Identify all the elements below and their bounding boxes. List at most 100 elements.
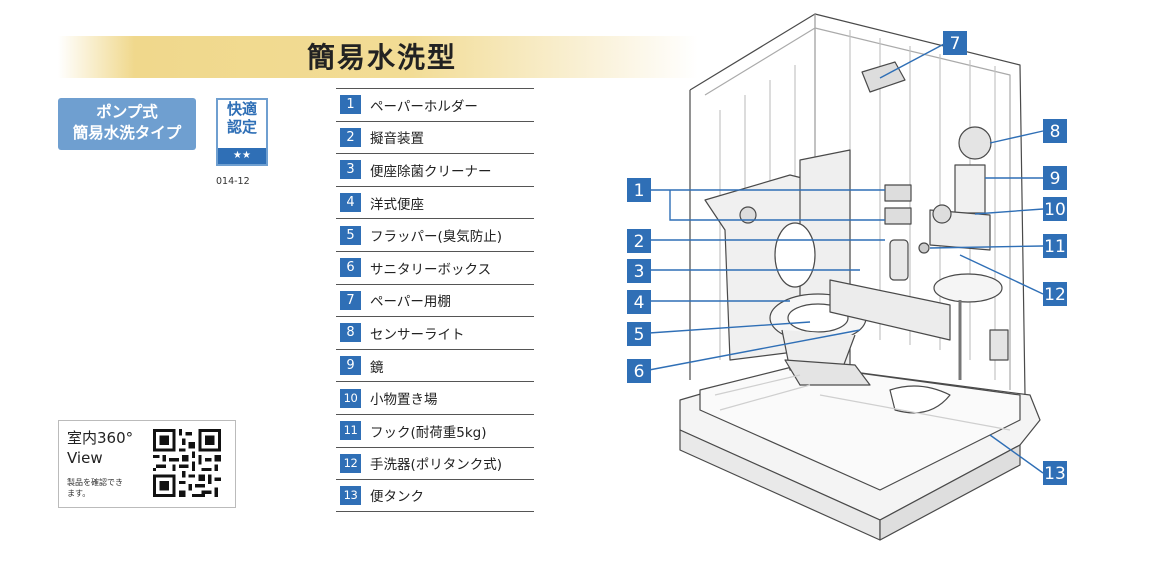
legend-label: ペーパーホルダー <box>370 98 478 115</box>
callout-9: 9 <box>1043 166 1067 190</box>
cert-line1: 快適 <box>226 100 257 118</box>
legend-number-badge: 1 <box>340 95 361 115</box>
legend-row: 1 ペーパーホルダー <box>336 88 534 121</box>
legend-label: ペーパー用棚 <box>370 294 451 311</box>
legend-number-badge: 3 <box>340 160 361 180</box>
callout-number: 9 <box>1050 169 1061 189</box>
callout-6: 6 <box>627 359 651 383</box>
callout-box <box>1043 197 1067 221</box>
view-360-title: 室内360° View <box>67 428 133 468</box>
legend-row: 12 手洗器(ポリタンク式) <box>336 446 534 480</box>
legend-number-badge: 5 <box>340 225 361 245</box>
callout-box <box>1043 234 1067 258</box>
callout-3: 3 <box>627 259 651 283</box>
legend-number-badge: 12 <box>340 453 361 473</box>
legend-label: 洋式便座 <box>370 196 424 213</box>
legend-row: 7 ペーパー用棚 <box>336 283 534 317</box>
legend-label: 手洗器(ポリタンク式) <box>370 457 503 474</box>
callout-number: 13 <box>1044 464 1066 484</box>
legend-number-badge: 8 <box>340 323 361 343</box>
pump-type-badge: ポンプ式 簡易水洗タイプ <box>58 98 196 150</box>
view-360-title-line1: 室内360° <box>67 429 134 447</box>
leader-lines <box>648 43 1044 474</box>
callout-box <box>627 229 651 253</box>
callout-number: 10 <box>1044 200 1066 220</box>
legend-number-badge: 13 <box>340 485 361 505</box>
callout-box <box>627 259 651 283</box>
view-360-title-line2: View <box>67 449 103 467</box>
callout-number: 8 <box>1050 122 1061 142</box>
callout-8: 8 <box>1043 119 1067 143</box>
callout-box <box>1043 166 1067 190</box>
callout-number: 1 <box>634 181 645 201</box>
callout-box <box>627 359 651 383</box>
callout-box <box>1043 119 1067 143</box>
legend-label: 擬音装置 <box>370 131 424 148</box>
cert-line2: 認定 <box>226 118 257 136</box>
toilet-unit-illustration <box>679 13 1041 541</box>
callout-number: 5 <box>634 325 645 345</box>
callout-box <box>627 290 651 314</box>
legend-label: センサーライト <box>370 326 465 343</box>
callout-7: 7 <box>943 31 967 55</box>
legend-label: サニタリーボックス <box>370 261 492 278</box>
pump-badge-line1: ポンプ式 <box>96 103 158 121</box>
callout-12: 12 <box>1043 282 1067 306</box>
legend-label: 小物置き場 <box>370 392 438 409</box>
callout-4: 4 <box>627 290 651 314</box>
legend-number-badge: 11 <box>340 421 361 441</box>
callout-number: 6 <box>634 362 645 382</box>
legend-label: フラッパー(臭気防止) <box>370 229 503 246</box>
legend-label: 便座除菌クリーナー <box>370 163 492 180</box>
callout-number: 11 <box>1044 237 1066 257</box>
parts-legend: 1 ペーパーホルダー 2 擬音装置 3 便座除菌クリーナー 4 洋式便座 5 フラッパー(臭気防止… <box>336 88 534 512</box>
callout-box <box>627 322 651 346</box>
callout-box <box>943 31 967 55</box>
legend-row: 10 小物置き場 <box>336 381 534 414</box>
legend-label: 便タンク <box>370 489 424 506</box>
legend-number-badge: 2 <box>340 127 361 147</box>
legend-row: 2 擬音装置 <box>336 120 534 154</box>
legend-number-badge: 6 <box>340 258 361 278</box>
callout-box <box>1043 461 1067 485</box>
legend-label: 鏡 <box>370 359 384 376</box>
view-360-note-line1: 製品を確認でき <box>67 478 123 487</box>
callout-box <box>627 178 651 202</box>
title-band <box>58 36 698 78</box>
callout-5: 5 <box>627 322 651 346</box>
legend-number-badge: 10 <box>340 388 361 408</box>
callout-2: 2 <box>627 229 651 253</box>
callout-box <box>1043 282 1067 306</box>
legend-row: 6 サニタリーボックス <box>336 250 534 284</box>
pump-badge-line2: 簡易水洗タイプ <box>72 124 182 142</box>
callout-10: 10 <box>1043 197 1067 221</box>
view-360-note-line2: ます。 <box>67 489 91 498</box>
callout-number: 4 <box>634 293 645 313</box>
comfort-certification-badge: 快適 認定 ★★ <box>216 98 268 166</box>
callout-number: 3 <box>634 262 645 282</box>
cert-stars: ★★ <box>218 148 266 164</box>
legend-row: 4 洋式便座 <box>336 185 534 219</box>
qr-code-icon[interactable] <box>153 429 221 497</box>
legend-number-badge: 7 <box>340 290 361 310</box>
page-title: 簡易水洗型 <box>306 41 457 74</box>
callout-number: 2 <box>634 232 645 252</box>
view-360-box[interactable]: 室内360° View 製品を確認でき ます。 <box>58 420 236 508</box>
legend-label: フック(耐荷重5kg) <box>370 424 487 441</box>
callout-11: 11 <box>1043 234 1067 258</box>
view-360-note: 製品を確認でき ます。 <box>67 477 147 499</box>
callout-number: 12 <box>1044 285 1066 305</box>
callout-number: 7 <box>950 34 961 54</box>
legend-row: 8 センサーライト <box>336 316 534 349</box>
legend-number-badge: 4 <box>340 193 361 213</box>
legend-row: 5 フラッパー(臭気防止) <box>336 218 534 251</box>
legend-row: 13 便タンク <box>336 479 534 512</box>
legend-number-badge: 9 <box>340 356 361 376</box>
callout-1: 1 <box>627 178 651 202</box>
callout-13: 13 <box>1043 461 1067 485</box>
cert-code: 014-12 <box>216 176 250 187</box>
legend-row: 3 便座除菌クリーナー <box>336 153 534 186</box>
